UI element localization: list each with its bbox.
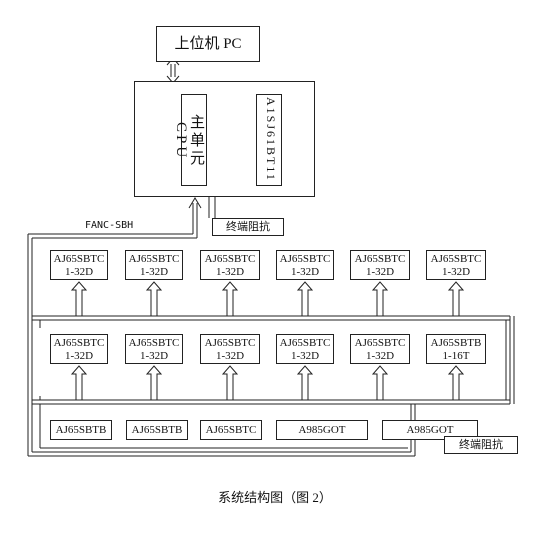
- row2-module: AJ65SBTC 1-32D: [200, 334, 260, 364]
- row2-module: AJ65SBTB 1-16T: [426, 334, 486, 364]
- cpu-module: 主单元 CPU: [173, 94, 207, 186]
- terminator-bottom-label: 终端阻抗: [459, 439, 503, 451]
- up-arrow: [145, 365, 163, 400]
- bus-label: FANC-SBH: [85, 220, 134, 231]
- terminator-bottom: 终端阻抗: [444, 436, 518, 454]
- cpu-label: 主单元 CPU: [173, 114, 204, 168]
- row1-module: AJ65SBTC 1-32D: [350, 250, 410, 280]
- up-arrow: [371, 281, 389, 316]
- up-arrow: [221, 281, 239, 316]
- up-arrow: [70, 281, 88, 316]
- up-arrow: [371, 365, 389, 400]
- row1-module: AJ65SBTC 1-32D: [426, 250, 486, 280]
- terminator-top: 终端阻抗: [212, 218, 284, 236]
- row3-module: AJ65SBTB: [50, 420, 112, 440]
- up-arrow: [145, 281, 163, 316]
- terminator-top-label: 终端阻抗: [226, 221, 270, 233]
- row2-module: AJ65SBTC 1-32D: [350, 334, 410, 364]
- controller-rack: [134, 81, 315, 197]
- up-arrow: [221, 365, 239, 400]
- row2-module: AJ65SBTC 1-32D: [125, 334, 183, 364]
- row2-module: AJ65SBTC 1-32D: [50, 334, 108, 364]
- row1-module: AJ65SBTC 1-32D: [125, 250, 183, 280]
- row1-module: AJ65SBTC 1-32D: [200, 250, 260, 280]
- row3-module: A985GOT: [276, 420, 368, 440]
- row3-module: A985GOT: [382, 420, 478, 440]
- row2-module: AJ65SBTC 1-32D: [276, 334, 334, 364]
- up-arrow: [296, 281, 314, 316]
- up-arrow: [296, 365, 314, 400]
- row3-module: AJ65SBTB: [126, 420, 188, 440]
- pc-box: 上位机 PC: [156, 26, 260, 62]
- row1-module: AJ65SBTC 1-32D: [276, 250, 334, 280]
- up-arrow: [447, 281, 465, 316]
- up-arrow: [447, 365, 465, 400]
- row1-module: AJ65SBTC 1-32D: [50, 250, 108, 280]
- figure-caption: 系统结构图（图 2）: [218, 490, 332, 505]
- up-arrow: [70, 365, 88, 400]
- row3-module: AJ65SBTC: [200, 420, 262, 440]
- network-module-label: A1SJ61BT11: [264, 97, 278, 182]
- network-module: A1SJ61BT11: [256, 94, 282, 186]
- pc-label: 上位机 PC: [174, 36, 242, 52]
